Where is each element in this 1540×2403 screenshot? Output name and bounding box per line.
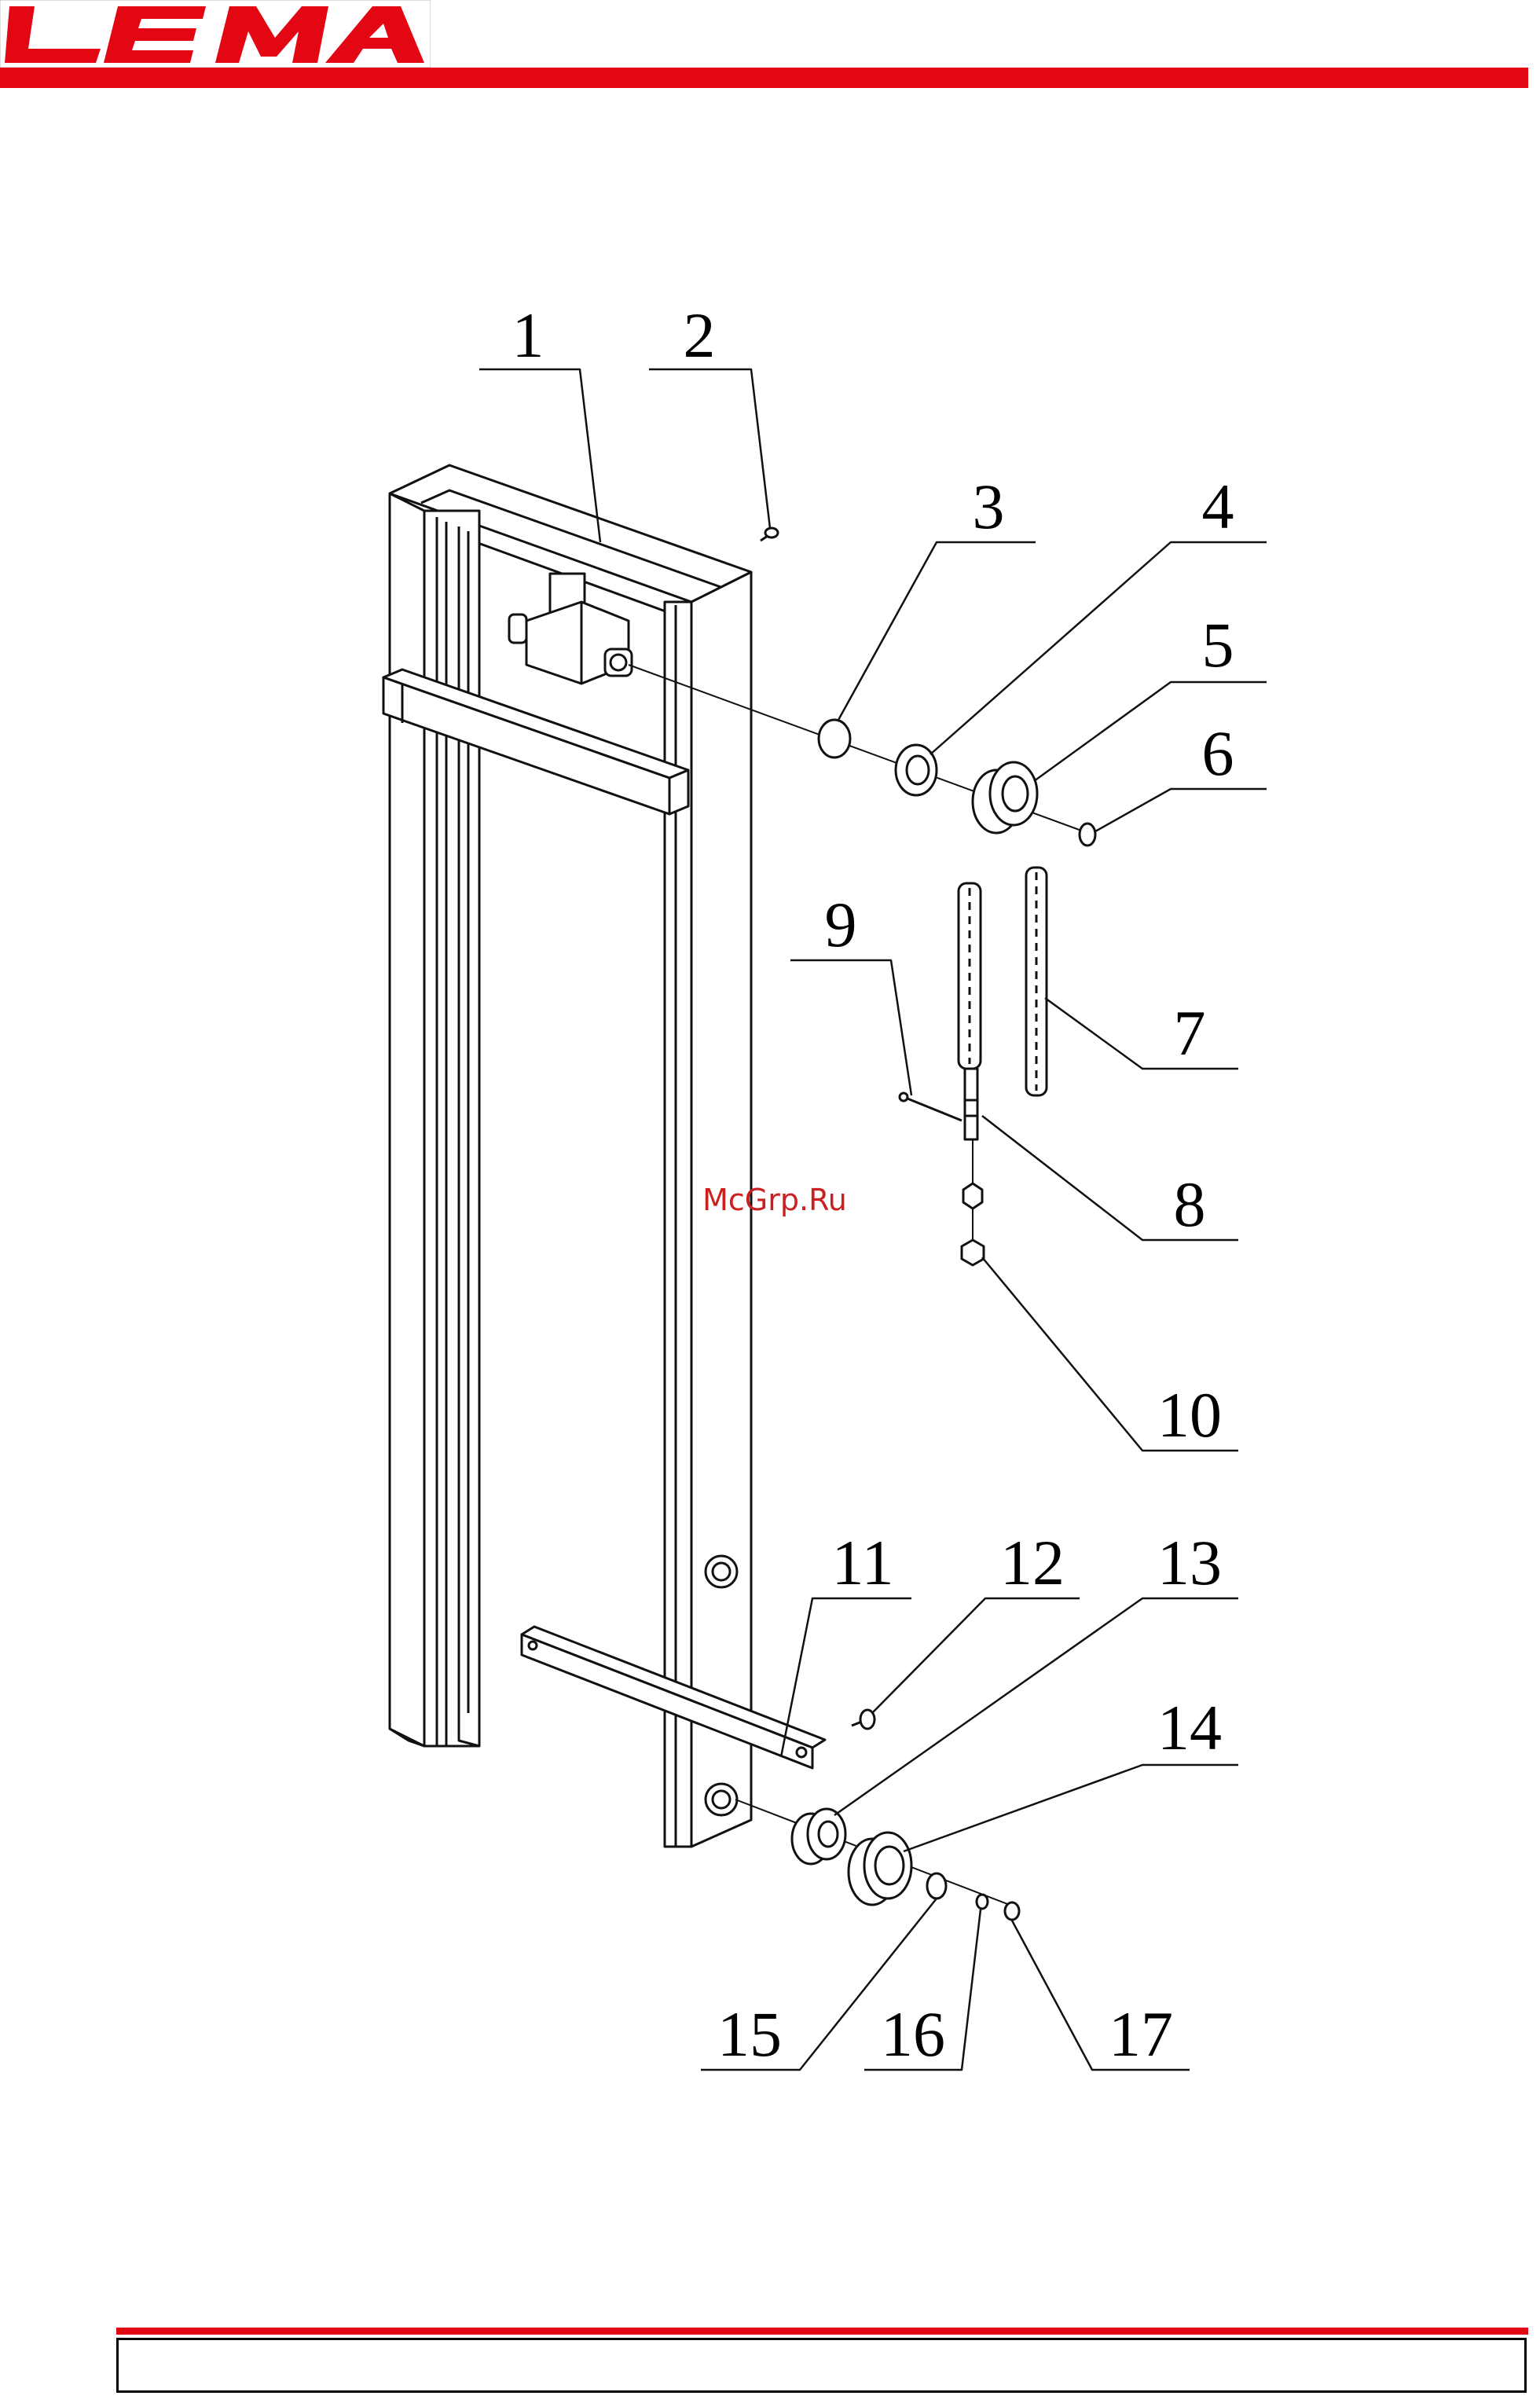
part-2-screw <box>761 528 778 541</box>
callout-8: 8 <box>1174 1168 1206 1240</box>
part-13-bearing <box>792 1809 845 1864</box>
callout-7: 7 <box>1174 997 1206 1069</box>
callout-4: 4 <box>1202 471 1234 542</box>
callout-12: 12 <box>1000 1527 1065 1598</box>
callout-9: 9 <box>825 889 857 960</box>
part-15-ring <box>927 1873 946 1899</box>
part-3-snap-ring <box>819 720 850 758</box>
footer-box <box>116 2338 1527 2393</box>
part-5-sheave <box>973 762 1037 833</box>
part-14-roller <box>849 1833 911 1905</box>
part-16-washer <box>977 1895 988 1909</box>
part-9-pin <box>900 1093 962 1121</box>
mast-frame <box>383 465 825 1847</box>
part-17-nut <box>1005 1902 1019 1920</box>
callout-14: 14 <box>1157 1692 1222 1763</box>
callout-6: 6 <box>1202 717 1234 789</box>
callout-17: 17 <box>1109 1998 1173 2070</box>
footer-red-bar <box>116 2328 1528 2335</box>
part-4-bearing <box>896 745 937 795</box>
callout-1: 1 <box>512 299 544 371</box>
callout-16: 16 <box>881 1998 945 2070</box>
callout-11: 11 <box>832 1527 894 1598</box>
callout-3: 3 <box>973 471 1005 542</box>
part-7-chain <box>1026 868 1047 1095</box>
callout-2: 2 <box>684 299 716 371</box>
part-12-bolt <box>852 1710 874 1729</box>
callout-10: 10 <box>1157 1379 1222 1451</box>
callout-13: 13 <box>1157 1527 1222 1598</box>
callout-15: 15 <box>717 1998 782 2070</box>
part-8-chain-anchor <box>959 883 981 1139</box>
part-6-ring <box>1080 824 1095 846</box>
watermark: McGrp.Ru <box>702 1183 847 1217</box>
callout-5: 5 <box>1202 609 1234 681</box>
